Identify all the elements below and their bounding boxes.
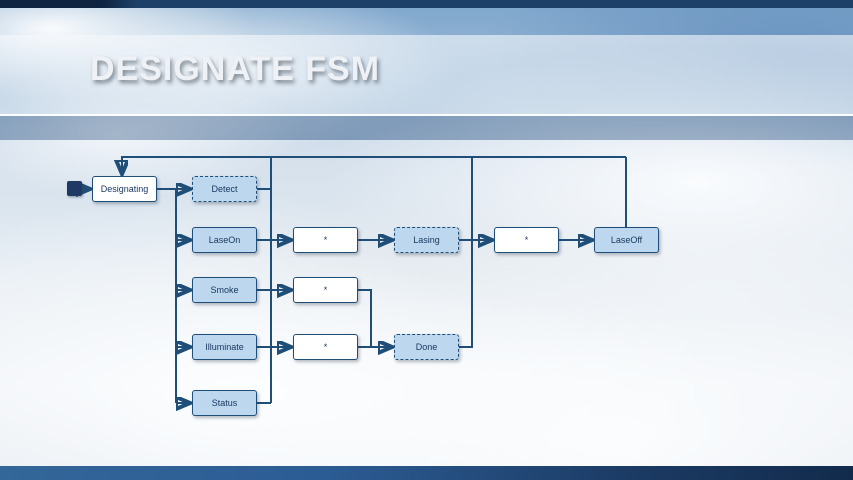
slide-title: DESIGNATE FSM [90,50,381,88]
state-star-smoke: * [293,277,358,303]
state-smoke: Smoke [192,277,257,303]
state-status: Status [192,390,257,416]
state-done: Done [394,334,459,360]
state-star-lasing: * [494,227,559,253]
state-lasing: Lasing [394,227,459,253]
edge-smokestar-join-done [358,289,372,347]
bottom-accent-bar [0,466,853,480]
edge-done-feedback [458,157,473,348]
state-laseoff: LaseOff [594,227,659,253]
header-accent-stripe [0,116,853,140]
edge-feedback-to-designating [122,156,626,173]
top-accent-bar [0,0,853,8]
initial-state-marker [67,181,82,196]
state-designating: Designating [92,176,157,202]
state-star-illuminate: * [293,334,358,360]
title-band [0,35,853,116]
state-illuminate: Illuminate [192,334,257,360]
state-detect: Detect [192,176,257,202]
state-laseon: LaseOn [192,227,257,253]
state-star-laseon: * [293,227,358,253]
